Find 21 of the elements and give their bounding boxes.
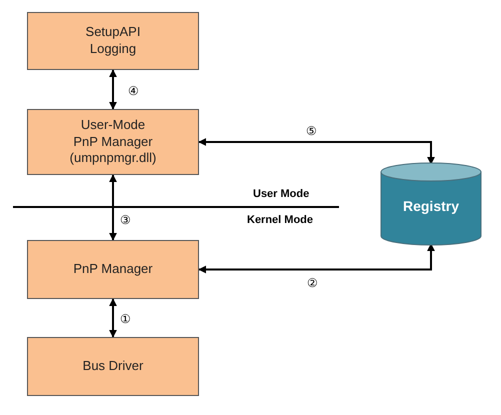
node-label: User-Mode PnP Manager (umpnpmgr.dll) <box>68 116 158 168</box>
step-number: ③ <box>119 213 132 227</box>
mode-label: User Mode <box>253 188 310 200</box>
step-number: ① <box>119 312 132 326</box>
process-box <box>27 12 199 70</box>
node-label: SetupAPI Logging <box>84 24 142 58</box>
arrow <box>198 138 435 165</box>
arrow <box>198 243 435 274</box>
step-number: ④ <box>127 84 140 98</box>
arrow <box>109 298 117 338</box>
node-label: Bus Driver <box>82 358 144 375</box>
step-number: ⑤ <box>305 124 318 138</box>
step-number: ② <box>306 276 319 290</box>
process-box <box>27 337 199 396</box>
node-label: PnP Manager <box>73 261 153 278</box>
node-label: Registry <box>402 196 460 216</box>
arrow <box>109 174 117 241</box>
process-box <box>27 240 199 299</box>
process-box <box>27 109 199 175</box>
arrow <box>109 69 117 110</box>
mode-label: Kernel Mode <box>247 214 314 226</box>
